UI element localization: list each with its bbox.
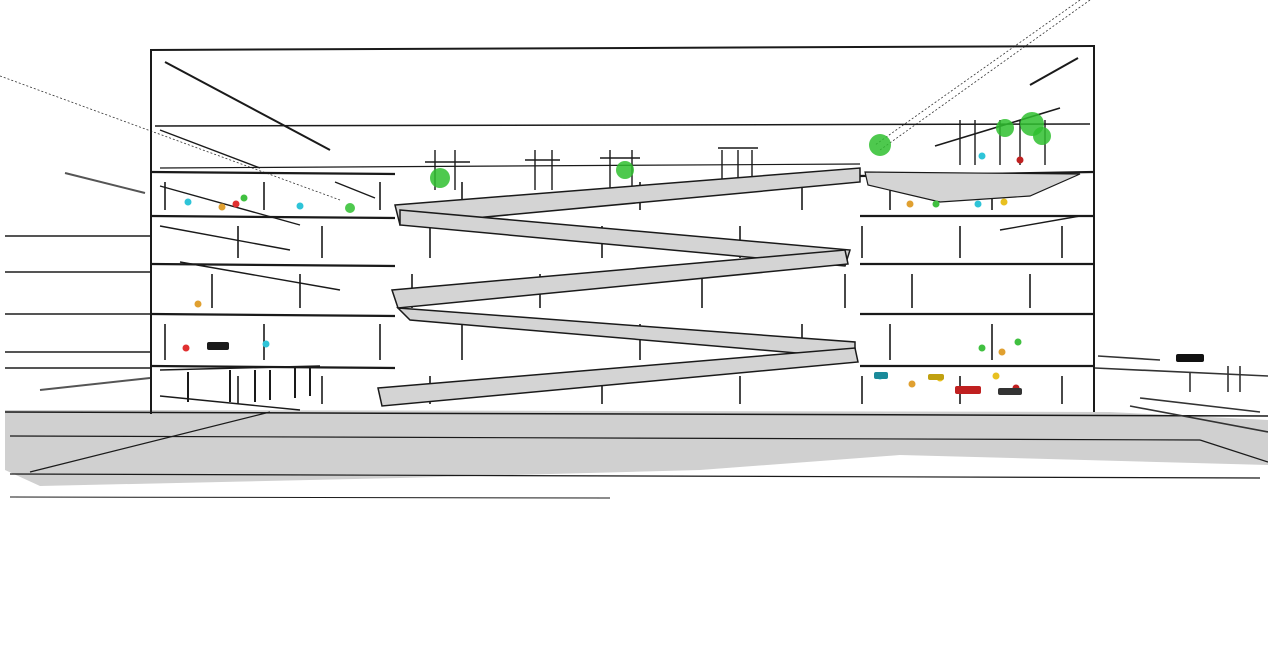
car-yellow (928, 374, 944, 380)
tree-canopy (1033, 127, 1051, 145)
ramp-flight-5 (377, 347, 859, 407)
ground-line-mid (9, 435, 1201, 441)
ground-fill (5, 410, 1268, 486)
interior-columns (159, 107, 1081, 411)
sketch-stroke (159, 225, 291, 251)
ramp-flight-3 (390, 249, 849, 309)
roof-brace (164, 61, 331, 151)
floor-slab-left (151, 170, 396, 176)
person-figure (184, 198, 192, 206)
person-figure (998, 348, 1006, 356)
ramp-system (377, 167, 1081, 407)
floor-slab-left (151, 262, 396, 268)
building-frame (149, 45, 1096, 414)
tree-canopy (430, 168, 450, 188)
person-figure (978, 152, 986, 160)
context-line (1094, 367, 1268, 377)
person-figure (974, 200, 982, 208)
floor-slab-left (151, 312, 396, 318)
ground-plane (4, 410, 1268, 499)
person-figure (978, 344, 986, 352)
person-figure (194, 300, 202, 308)
context-lines-right (1094, 355, 1268, 433)
context-line (1097, 355, 1161, 361)
context-line (1129, 405, 1268, 433)
upper-beam (154, 123, 1091, 127)
person-figure (932, 200, 940, 208)
tree-canopy (869, 134, 891, 156)
perspective-lines (0, 0, 1091, 201)
person-figure (992, 372, 1000, 380)
roof-line (149, 45, 1096, 51)
context-line (39, 377, 151, 391)
perspective-line-right-a (879, 0, 1091, 151)
perspective-line-left (0, 75, 341, 201)
upper-terrace (864, 171, 1081, 203)
context-line (64, 172, 146, 194)
sketch-stroke (999, 215, 1081, 231)
context-line (1139, 397, 1261, 413)
car-cyan (874, 372, 888, 379)
perspective-line-right-b (874, 0, 1081, 146)
ramp-flight-1 (394, 167, 861, 226)
person-figure (218, 203, 226, 211)
ground-line-base (9, 496, 611, 499)
ground-diagonal (29, 411, 271, 473)
furniture-top (159, 365, 321, 371)
car-green (207, 342, 229, 350)
tree-canopy (616, 161, 634, 179)
floor-slab-upper (159, 163, 861, 169)
cars (207, 342, 1204, 395)
sketch-stroke (179, 261, 341, 291)
ramp-flight-4 (396, 307, 856, 359)
ramp-flight-2 (399, 209, 851, 267)
ground-line-low (9, 473, 1261, 479)
trees (345, 112, 1051, 213)
person-figure (262, 340, 270, 348)
roof-brace-right (1029, 57, 1079, 86)
car-dark (998, 388, 1022, 395)
context-lines-left (5, 172, 151, 391)
person-figure (240, 194, 248, 202)
sketch-stroke (159, 129, 261, 169)
car-black (1176, 354, 1204, 362)
ground-diagonal-right (1199, 439, 1268, 463)
person-figure (908, 380, 916, 388)
person-figure (1000, 198, 1008, 206)
person-figure (1014, 338, 1022, 346)
tree-canopy (996, 119, 1014, 137)
sketch-stroke (334, 181, 376, 199)
person-figure (296, 202, 304, 210)
sketch-stroke (159, 185, 301, 226)
person-figure (182, 344, 190, 352)
sketch-stroke (159, 395, 301, 411)
car-red (955, 386, 981, 394)
person-figure (906, 200, 914, 208)
person-figure (232, 200, 240, 208)
ground-line-top (4, 411, 1268, 417)
tree-canopy (345, 203, 355, 213)
person-figure (1016, 156, 1024, 164)
